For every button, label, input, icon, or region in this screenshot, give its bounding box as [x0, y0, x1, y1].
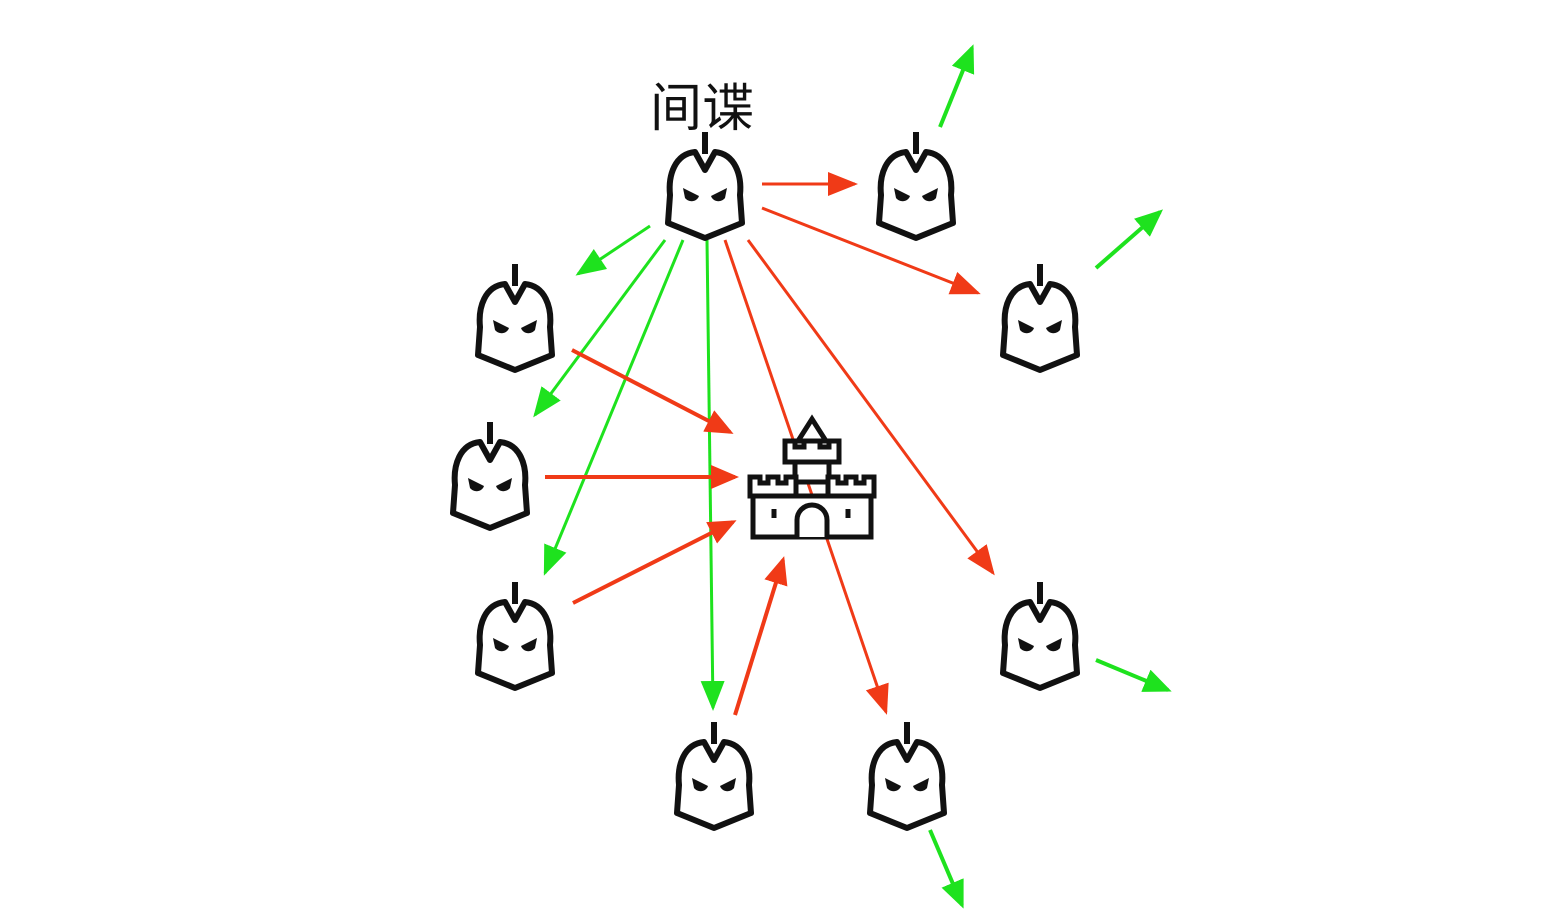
spy-green-arrow — [575, 224, 651, 276]
attack-arrow — [571, 348, 734, 434]
spy-green-arrow — [543, 239, 685, 576]
spy-red-arrow — [761, 206, 981, 295]
spy-red-arrow — [746, 239, 995, 576]
arrows — [533, 44, 1172, 909]
helmet-icon — [870, 722, 944, 828]
helmet-icon — [478, 264, 552, 370]
helmet-icon — [677, 722, 751, 828]
helmet-icon — [1003, 264, 1077, 370]
helmet-icon — [478, 582, 552, 688]
retreat-arrow — [1094, 209, 1164, 270]
retreat-arrow — [1095, 658, 1172, 692]
castle-icon — [747, 414, 877, 540]
helmet-icon — [879, 132, 953, 238]
retreat-arrow — [928, 829, 964, 909]
spy-green-arrow — [533, 239, 667, 418]
helmet-icon — [1003, 582, 1077, 688]
spy-green-arrow — [700, 239, 725, 711]
spy-label: 间谍 — [650, 79, 755, 139]
helmet-icon — [453, 422, 527, 528]
attack-arrow — [733, 556, 788, 716]
retreat-arrow — [938, 44, 975, 128]
spy-helmet-icon — [668, 132, 742, 238]
attack-arrow — [572, 520, 737, 605]
